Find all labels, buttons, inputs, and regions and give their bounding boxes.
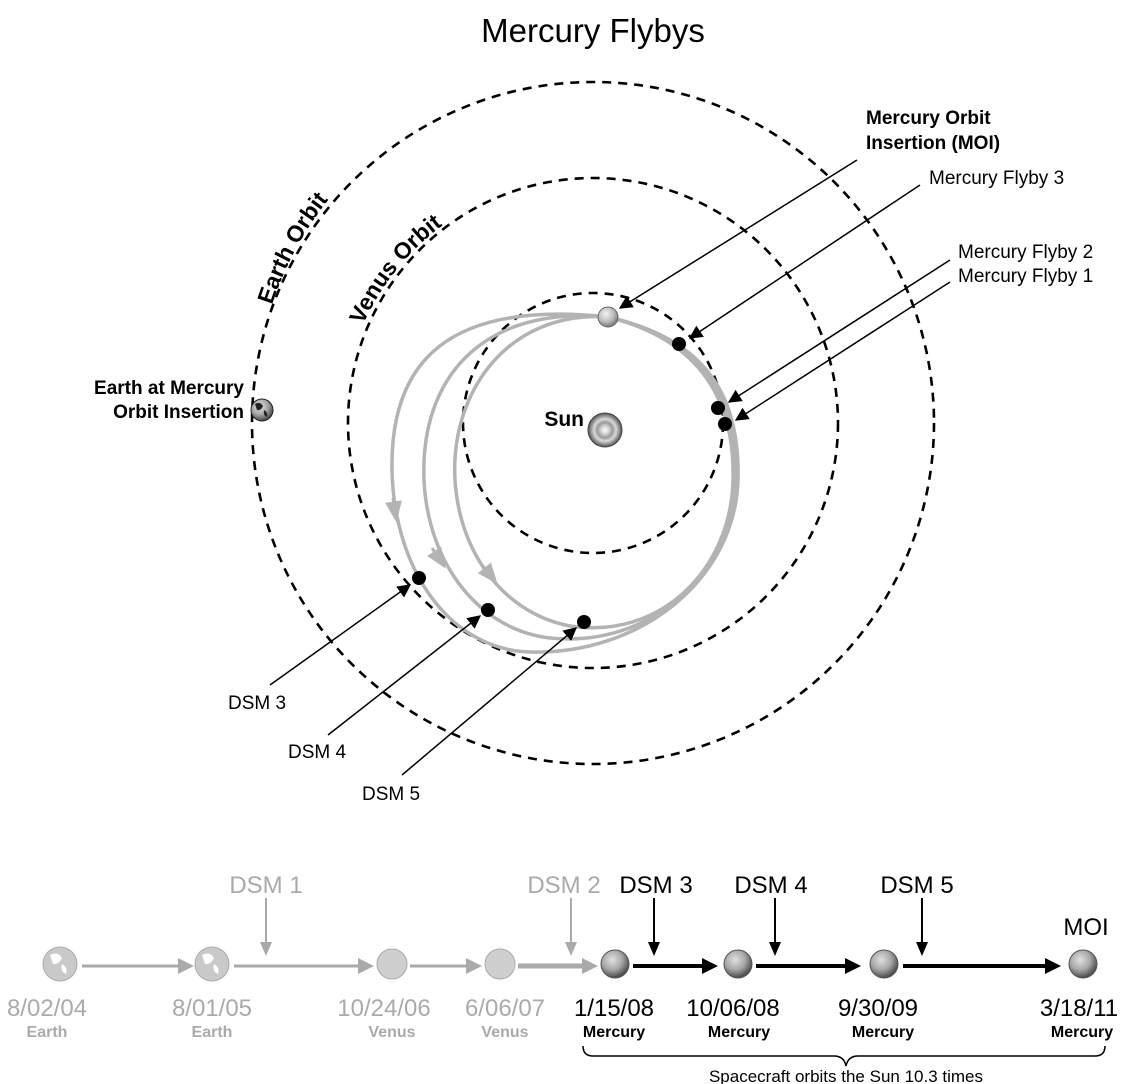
trajectory-arrow-1 bbox=[385, 497, 402, 523]
timeline-event-3-date: 10/24/06 bbox=[337, 995, 430, 1022]
timeline-bracket-caption: Spacecraft orbits the Sun 10.3 times bbox=[709, 1067, 983, 1084]
flyby-2-callout-line bbox=[727, 259, 951, 403]
timeline-event-6-date: 10/06/08 bbox=[686, 995, 779, 1022]
flyby-1-dot bbox=[718, 417, 732, 431]
timeline-event-2-date: 8/01/05 bbox=[172, 995, 252, 1022]
flyby-2-dot bbox=[711, 401, 725, 415]
timeline-event-2-body: Earth bbox=[192, 1024, 233, 1041]
flyby-3-callout-label: Mercury Flyby 3 bbox=[929, 168, 1064, 189]
earth-moi-label-line2: Orbit Insertion bbox=[113, 402, 244, 423]
flyby-1-callout-line bbox=[734, 281, 951, 421]
earth-orbit bbox=[250, 80, 936, 766]
timeline-event-4-date: 6/06/07 bbox=[465, 995, 545, 1022]
dsm-5-callout-line bbox=[401, 627, 578, 776]
timeline-event-3-body: Venus bbox=[368, 1024, 415, 1041]
earth-icon-launch bbox=[42, 946, 78, 982]
trajectory-loop-outer bbox=[390, 312, 740, 654]
timeline-moi-label: MOI bbox=[1063, 914, 1108, 941]
moi-callout-line bbox=[618, 159, 858, 309]
venus-orbit-label: Venus Orbit bbox=[344, 208, 446, 327]
sun-label: Sun bbox=[544, 408, 584, 431]
mercury-icon-flyby-1 bbox=[600, 949, 630, 979]
mercury-icon-moi bbox=[1068, 949, 1098, 979]
timeline-event-7-date: 9/30/09 bbox=[838, 995, 918, 1022]
mercury-moi-icon bbox=[597, 306, 619, 328]
venus-orbit bbox=[346, 176, 840, 670]
timeline-event-6-body: Mercury bbox=[708, 1024, 770, 1041]
sun-icon bbox=[587, 412, 623, 448]
dsm-5-dot bbox=[577, 615, 591, 629]
timeline-event-7-body: Mercury bbox=[852, 1024, 914, 1041]
earth-globe-icon bbox=[250, 398, 274, 422]
trajectory-arrow-3 bbox=[477, 562, 498, 585]
timeline-dsm-5-label: DSM 5 bbox=[880, 872, 953, 899]
dsm-5-callout-label: DSM 5 bbox=[362, 784, 420, 805]
timeline-event-4-body: Venus bbox=[481, 1024, 528, 1041]
timeline-event-8-date: 3/18/11 bbox=[1040, 995, 1118, 1022]
earth-moi-label-line1: Earth at Mercury bbox=[94, 378, 244, 399]
mercury-icon-flyby-3 bbox=[869, 949, 899, 979]
timeline-event-8-body: Mercury bbox=[1051, 1024, 1113, 1041]
timeline-dsm-2-label: DSM 2 bbox=[527, 872, 600, 899]
earth-orbit-label: Earth Orbit bbox=[252, 186, 333, 306]
timeline-event-5-body: Mercury bbox=[583, 1024, 645, 1041]
flyby-3-dot bbox=[672, 337, 686, 351]
dsm-4-callout-label: DSM 4 bbox=[288, 742, 347, 763]
flyby-3-callout-line bbox=[688, 184, 921, 339]
timeline-dsm-3-label: DSM 3 bbox=[619, 872, 692, 899]
timeline-bracket bbox=[582, 1045, 1106, 1067]
dsm-3-callout-line bbox=[269, 584, 412, 686]
venus-icon-flyby-2 bbox=[484, 948, 516, 980]
dsm-3-callout-label: DSM 3 bbox=[228, 693, 286, 714]
flyby-1-callout-label: Mercury Flyby 1 bbox=[958, 266, 1093, 287]
flyby-2-callout-label: Mercury Flyby 2 bbox=[958, 242, 1093, 263]
dsm-4-dot bbox=[481, 603, 495, 617]
mercury-icon-flyby-2 bbox=[723, 949, 753, 979]
venus-icon-flyby-1 bbox=[376, 948, 408, 980]
timeline-event-1-body: Earth bbox=[27, 1024, 68, 1041]
trajectory-loops bbox=[390, 312, 740, 654]
moi-callout-label-line2: Insertion (MOI) bbox=[866, 133, 1000, 154]
timeline-event-5-date: 1/15/08 bbox=[574, 995, 654, 1022]
trajectory-arrow-2 bbox=[427, 546, 446, 569]
dsm-3-dot bbox=[412, 571, 426, 585]
dsm-4-callout-line bbox=[327, 615, 482, 736]
moi-callout-label-line1: Mercury Orbit bbox=[866, 108, 991, 129]
timeline-event-1-date: 8/02/04 bbox=[7, 995, 87, 1022]
earth-icon-flyby bbox=[194, 946, 230, 982]
trajectory-loop-inner bbox=[453, 314, 735, 630]
timeline: DSM 1 DSM 2 DSM 3 DSM 4 DSM 5 MOI 8/02/0… bbox=[7, 872, 1118, 1084]
timeline-dsm-4-label: DSM 4 bbox=[734, 872, 807, 899]
timeline-dsm-1-label: DSM 1 bbox=[229, 872, 302, 899]
diagram-title: Mercury Flybys bbox=[481, 12, 705, 49]
